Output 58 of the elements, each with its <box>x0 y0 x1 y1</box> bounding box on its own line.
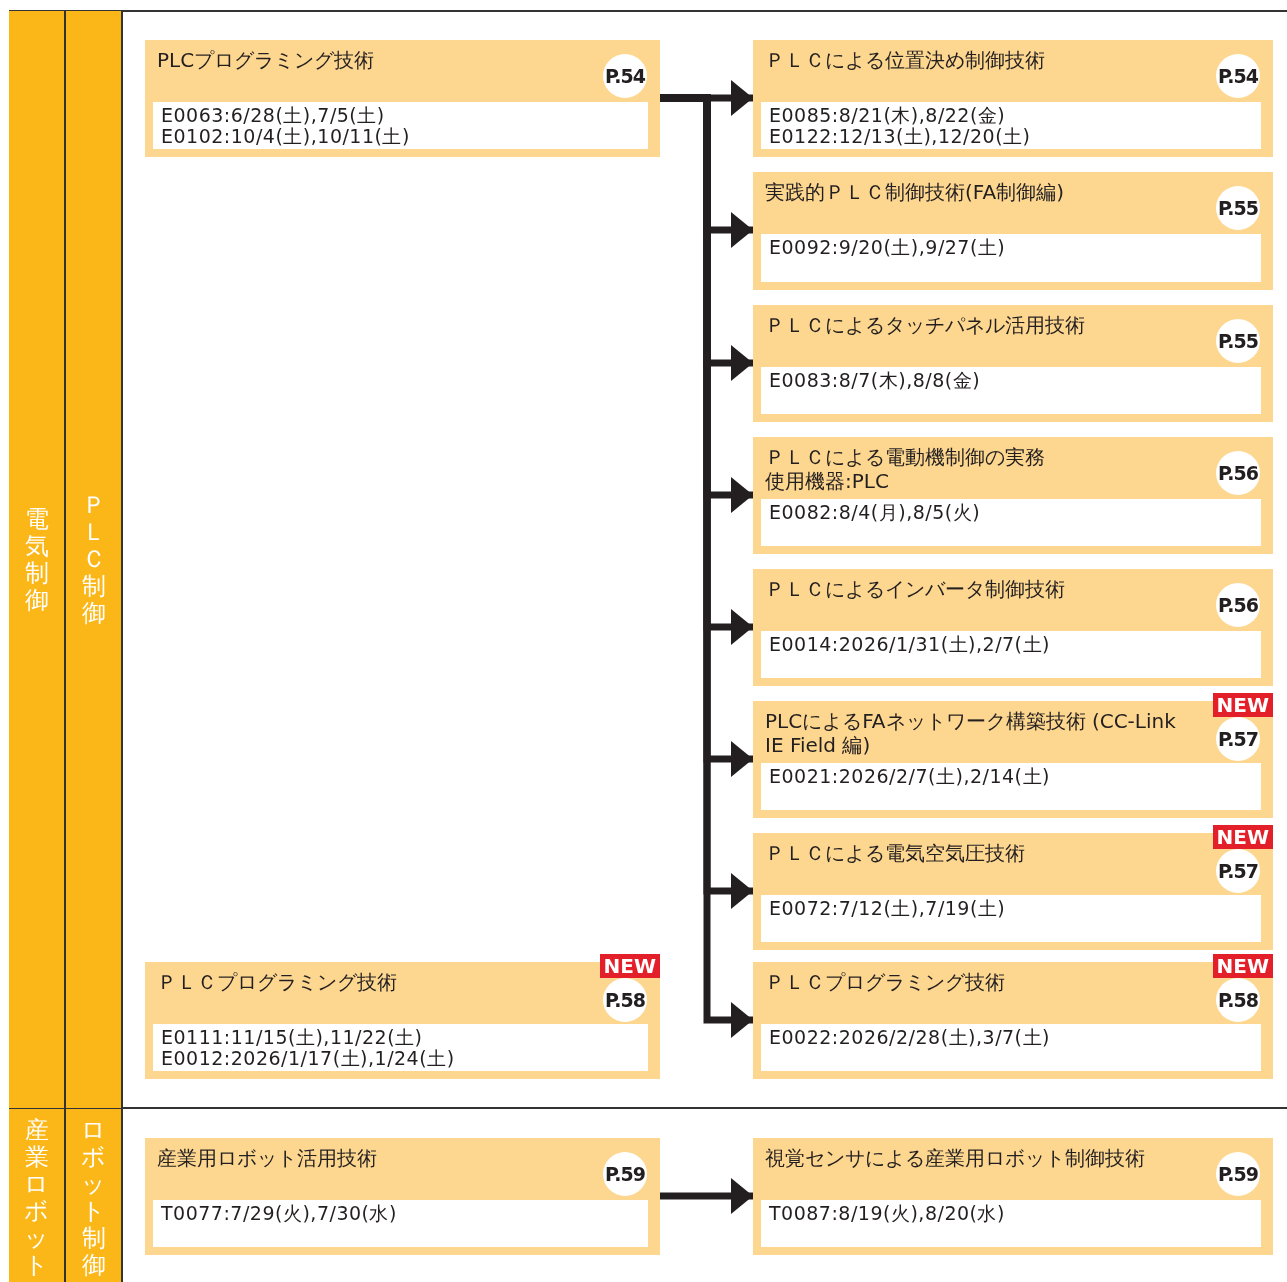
category-band <box>66 1109 123 1282</box>
schedule-text: E0083:8/7(木),8/8(金) <box>761 367 1261 414</box>
course-title: ＰＬＣによる位置決め制御技術 <box>765 48 1046 72</box>
category-band <box>9 1109 66 1282</box>
course-title: ＰＬＣによるインバータ制御技術 <box>765 577 1066 601</box>
page-badge: P.59 <box>603 1152 647 1196</box>
page-badge: P.57 <box>1216 849 1260 893</box>
category-label: ＰＬＣ制御 <box>80 492 107 627</box>
course-title: ＰＬＣによるタッチパネル活用技術 <box>765 313 1086 337</box>
schedule-text: T0077:7/29(火),7/30(水) <box>153 1200 648 1247</box>
schedule-text: E0021:2026/2/7(土),2/14(土) <box>761 763 1261 810</box>
course-title: PLCプログラミング技術 <box>157 48 376 72</box>
course-title: ＰＬＣプログラミング技術 <box>157 970 398 994</box>
category-band <box>66 11 123 1108</box>
schedule-text: T0087:8/19(火),8/20(水) <box>761 1200 1261 1247</box>
course-box <box>145 1138 660 1255</box>
course-title: 視覚センサによる産業用ロボット制御技術 <box>765 1146 1146 1170</box>
page-badge: P.56 <box>1216 583 1260 627</box>
schedule-text: E0072:7/12(土),7/19(土) <box>761 895 1261 942</box>
schedule-text: E0014:2026/1/31(土),2/7(土) <box>761 631 1261 678</box>
category-label: ロボット制御 <box>80 1117 107 1279</box>
page-badge: P.58 <box>603 978 647 1022</box>
page-badge: P.55 <box>1216 319 1260 363</box>
course-box <box>753 1138 1273 1255</box>
page-badge: P.57 <box>1216 717 1260 761</box>
schedule-text: E0085:8/21(木),8/22(金) E0122:12/13(土),12/20(土) <box>761 102 1261 149</box>
new-badge: NEW <box>1212 825 1273 849</box>
course-title: 実践的ＰＬＣ制御技術(FA制御編) <box>765 180 1065 204</box>
course-box <box>753 305 1273 422</box>
course-title: 産業用ロボット活用技術 <box>157 1146 378 1170</box>
course-box <box>753 172 1273 290</box>
course-box <box>753 569 1273 686</box>
course-title: ＰＬＣによる電動機制御の実務 <box>765 445 1046 469</box>
page-badge: P.59 <box>1216 1152 1260 1196</box>
new-badge: NEW <box>1212 954 1273 978</box>
new-badge: NEW <box>1212 693 1273 717</box>
category-label: 電気制御 <box>23 505 50 614</box>
course-box <box>145 40 660 157</box>
page-badge: P.55 <box>1216 186 1260 230</box>
device-text: 使用機器:PLC <box>765 469 890 493</box>
page-badge: P.54 <box>603 54 647 98</box>
course-title: PLCによるFAネットワーク構築技術 (CC-Link IE Field 編) <box>765 709 1177 757</box>
schedule-text: E0063:6/28(土),7/5(土) E0102:10/4(土),10/11(土) <box>153 102 648 149</box>
page-badge: P.58 <box>1216 978 1260 1022</box>
course-title: ＰＬＣによる電気空気圧技術 <box>765 841 1026 865</box>
new-badge: NEW <box>599 954 660 978</box>
page-badge: P.56 <box>1216 451 1260 495</box>
schedule-text: E0022:2026/2/28(土),3/7(土) <box>761 1024 1261 1071</box>
schedule-text: E0111:11/15(土),11/22(土) E0012:2026/1/17(土),1/24(土) <box>153 1024 648 1071</box>
schedule-text: E0092:9/20(土),9/27(土) <box>761 234 1261 282</box>
category-label: 産業ロボット <box>23 1117 50 1279</box>
page-badge: P.54 <box>1216 54 1260 98</box>
course-box <box>753 437 1273 554</box>
course-box <box>753 40 1273 157</box>
schedule-text: E0082:8/4(月),8/5(火) <box>761 499 1261 546</box>
arrow <box>660 1178 753 1214</box>
course-title: ＰＬＣプログラミング技術 <box>765 970 1006 994</box>
category-band <box>9 11 66 1108</box>
